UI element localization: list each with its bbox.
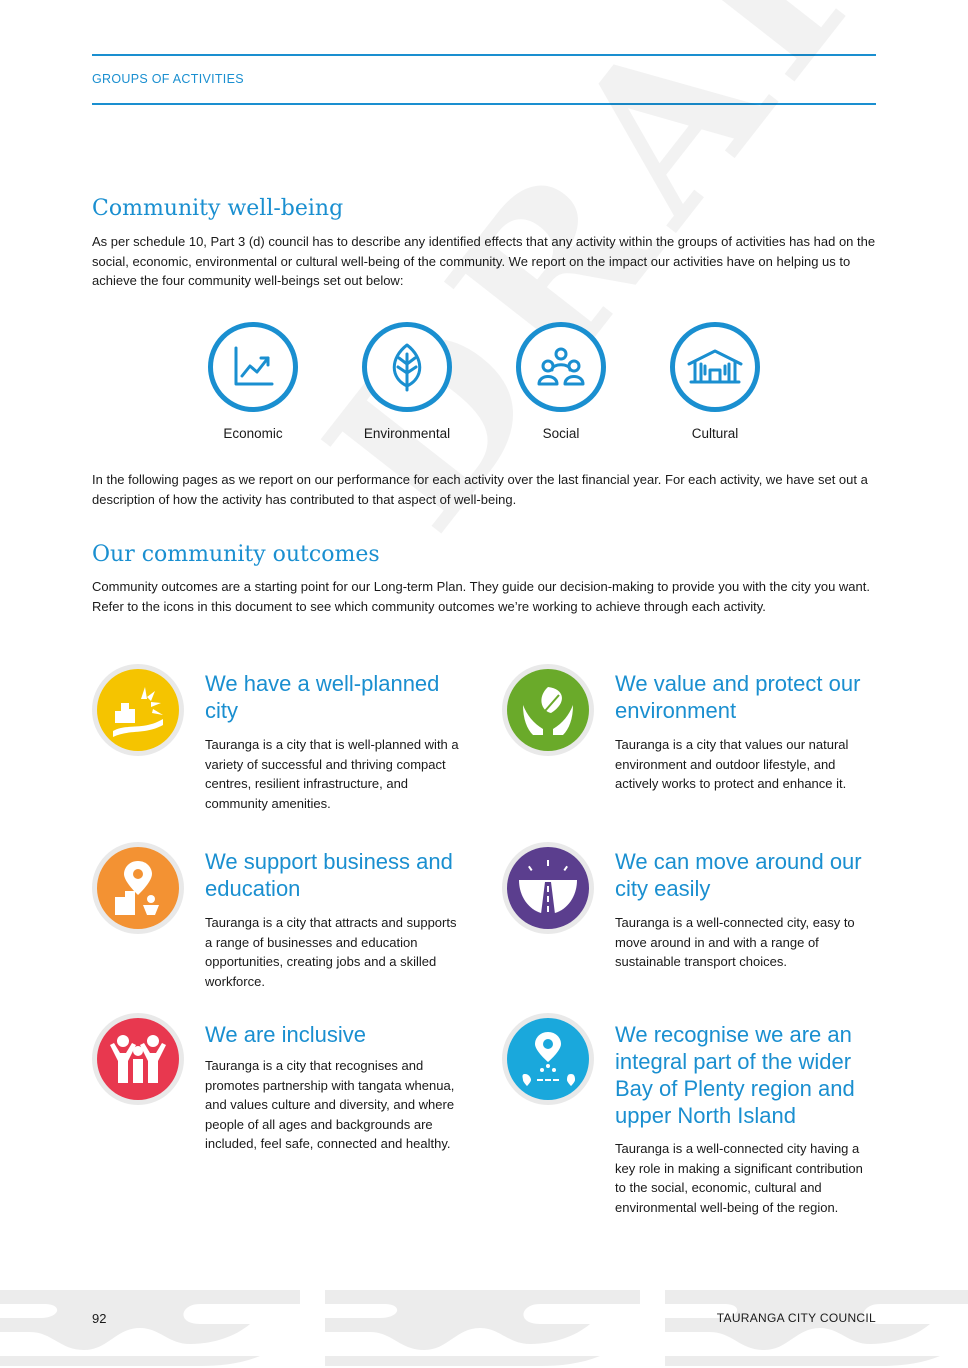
wellbeing-label: Economic: [223, 426, 283, 441]
outcome-title: We are inclusive: [205, 1022, 366, 1047]
outcome-business-education: We support business and education Tauran…: [92, 842, 472, 1002]
organization-name: TAURANGA CITY COUNCIL: [716, 1311, 876, 1325]
page-number: 92: [92, 1311, 107, 1326]
wellbeing-economic: Economic: [183, 322, 323, 441]
leaf-icon: [362, 322, 452, 412]
family-icon: [97, 1018, 179, 1100]
outcome-description: Tauranga is a city that is well-planned …: [205, 737, 459, 811]
wellbeing-label: Cultural: [691, 426, 739, 441]
outcome-description: Tauranga is a city that recognises and p…: [205, 1058, 455, 1152]
section-label: GROUPS OF ACTIVITIES: [92, 72, 244, 86]
outcomes-heading: Our community outcomes: [92, 542, 380, 567]
wellbeing-social: Social: [491, 322, 631, 441]
city-sunrise-icon: [97, 669, 179, 751]
outcome-description: Tauranga is a well-connected city having…: [615, 1141, 863, 1215]
wellbeing-environmental: Environmental: [337, 322, 477, 441]
wellbeing-heading: Community well-being: [92, 196, 344, 221]
wellbeing-intro: As per schedule 10, Part 3 (d) council h…: [92, 234, 876, 289]
outcome-title: We have a well-planned city: [205, 671, 440, 723]
location-route-icon: [507, 1018, 589, 1100]
outcome-title: We recognise we are an integral part of …: [615, 1022, 855, 1128]
outcome-environment: We value and protect our environment Tau…: [502, 664, 882, 824]
outcome-title: We can move around our city easily: [615, 849, 862, 901]
outcome-wider-region: We recognise we are an integral part of …: [502, 1013, 882, 1248]
outcome-well-planned: We have a well-planned city Tauranga is …: [92, 664, 472, 824]
meeting-house-icon: [670, 322, 760, 412]
footer-pattern: [0, 1290, 968, 1366]
wellbeing-followup: In the following pages as we report on o…: [92, 472, 868, 507]
wellbeing-label: Environmental: [363, 426, 451, 441]
header-bottom-rule: [92, 103, 876, 105]
wellbeing-label: Social: [542, 426, 580, 441]
outcomes-intro: Community outcomes are a starting point …: [92, 579, 870, 614]
chart-up-icon: [208, 322, 298, 412]
outcome-title: We support business and education: [205, 849, 453, 901]
business-pin-icon: [97, 847, 179, 929]
outcome-description: Tauranga is a well-connected city, easy …: [615, 915, 855, 970]
wellbeing-cultural: Cultural: [645, 322, 785, 441]
outcome-title: We value and protect our environment: [615, 671, 861, 723]
road-gauge-icon: [507, 847, 589, 929]
outcome-move-around: We can move around our city easily Taura…: [502, 842, 882, 1002]
outcome-inclusive: We are inclusive Tauranga is a city that…: [92, 1013, 472, 1183]
outcome-description: Tauranga is a city that attracts and sup…: [205, 915, 457, 989]
header-top-rule: [92, 54, 876, 56]
outcome-description: Tauranga is a city that values our natur…: [615, 737, 849, 792]
hands-leaf-icon: [507, 669, 589, 751]
people-group-icon: [516, 322, 606, 412]
